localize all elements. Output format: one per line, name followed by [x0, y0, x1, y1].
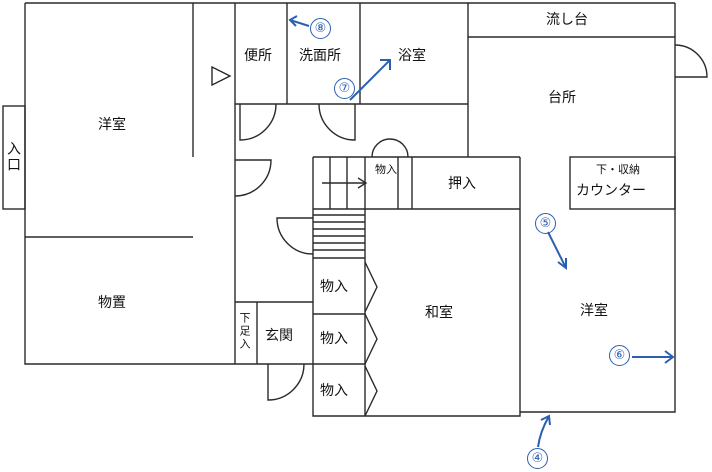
stair-closet-label: 物入 [375, 163, 397, 176]
closet-2-label: 物入 [320, 331, 348, 347]
western-room-2-label: 洋室 [580, 303, 608, 319]
washroom-label: 洗面所 [299, 48, 341, 64]
toilet-label: 便所 [244, 48, 272, 64]
genkan-label: 玄関 [265, 328, 293, 344]
kitchen-label: 台所 [548, 90, 576, 106]
marker-6: ⑥ [609, 345, 630, 366]
counter-label: カウンター [576, 183, 646, 199]
sink-label: 流し台 [546, 12, 588, 28]
oshiire-label: 押入 [448, 176, 476, 192]
marker-4: ④ [527, 448, 548, 469]
bathroom-label: 浴室 [398, 48, 426, 64]
entrance-label: 入口 [5, 141, 21, 173]
counter-storage-label: 下・収納 [596, 163, 640, 176]
entrance-box [2, 105, 26, 210]
marker-8: ⑧ [310, 18, 331, 39]
marker-5: ⑤ [535, 213, 556, 234]
triangle-marker [211, 65, 232, 87]
marker-7: ⑦ [334, 78, 355, 99]
shoe-box-label: 下足入 [238, 312, 251, 351]
counter-box [569, 156, 676, 210]
japanese-room-label: 和室 [425, 305, 453, 321]
closet-3-label: 物入 [320, 383, 348, 399]
storage-label: 物置 [98, 295, 126, 311]
western-room-1-label: 洋室 [98, 117, 126, 133]
closet-1-label: 物入 [320, 279, 348, 295]
annotation-arrows [288, 15, 675, 448]
